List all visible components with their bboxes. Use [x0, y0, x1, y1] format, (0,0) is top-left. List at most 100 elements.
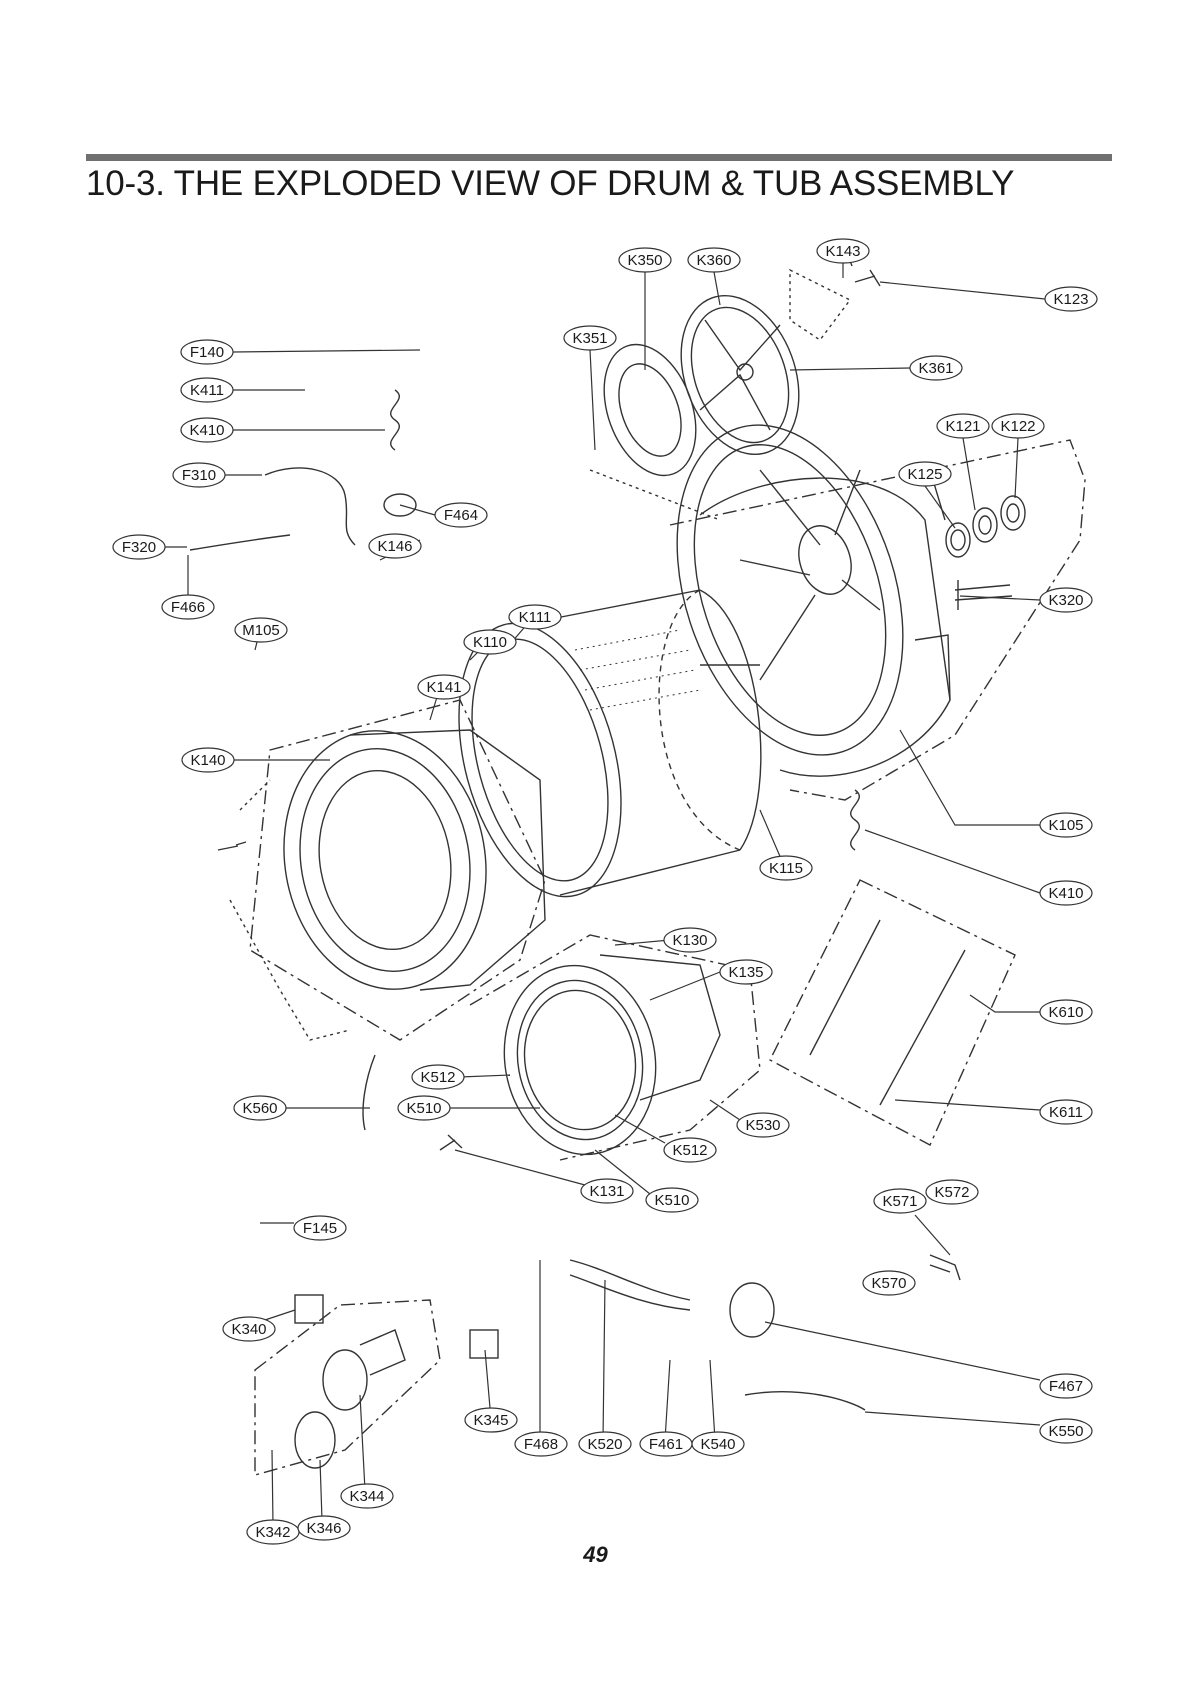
svg-text:K122: K122 [1000, 418, 1035, 435]
callout-f320: F320 [112, 534, 166, 560]
svg-text:F320: F320 [122, 539, 156, 556]
svg-text:K510: K510 [406, 1100, 441, 1117]
svg-text:K510: K510 [654, 1192, 689, 1209]
callout-f461: F461 [639, 1431, 693, 1457]
callout-k361: K361 [909, 355, 963, 381]
callout-k135: K135 [719, 959, 773, 985]
heater-drawing [954, 580, 1013, 610]
callout-f467: F467 [1039, 1373, 1093, 1399]
svg-text:K345: K345 [473, 1412, 508, 1429]
svg-text:F464: F464 [444, 507, 478, 524]
spring-drawing [390, 389, 400, 451]
outlet-hose-drawing [569, 1259, 691, 1311]
callout-m105: M105 [234, 617, 288, 643]
callout-k411: K411 [180, 377, 234, 403]
svg-text:K610: K610 [1048, 1004, 1083, 1021]
svg-text:K410: K410 [189, 422, 224, 439]
svg-text:K135: K135 [728, 964, 763, 981]
svg-text:K512: K512 [672, 1142, 707, 1159]
svg-text:K570: K570 [871, 1275, 906, 1292]
callout-k105: K105 [1039, 812, 1093, 838]
callout-k143: K143 [816, 238, 870, 264]
svg-text:K111: K111 [519, 609, 552, 626]
svg-text:K340: K340 [231, 1321, 266, 1338]
page-number: 49 [583, 1542, 608, 1567]
svg-text:F468: F468 [524, 1436, 558, 1453]
svg-text:K346: K346 [306, 1520, 341, 1537]
clamp-f464-drawing [383, 493, 417, 517]
callout-k512: K512 [411, 1064, 465, 1090]
svg-text:K121: K121 [945, 418, 980, 435]
svg-text:F310: F310 [182, 467, 216, 484]
svg-text:K123: K123 [1053, 291, 1088, 308]
callout-k121: K121 [936, 413, 990, 439]
callout-k550: K550 [1039, 1418, 1093, 1444]
svg-text:F461: F461 [649, 1436, 683, 1453]
callout-k125: K125 [898, 461, 952, 487]
svg-text:K530: K530 [745, 1117, 780, 1134]
door-gasket-drawing [469, 934, 761, 1161]
pump-assembly-drawing [254, 1294, 499, 1476]
clamp-f467-drawing [729, 1282, 775, 1338]
svg-text:K131: K131 [589, 1183, 624, 1200]
svg-text:K572: K572 [934, 1184, 969, 1201]
svg-text:K125: K125 [907, 466, 942, 483]
callout-k130: K130 [663, 927, 717, 953]
svg-text:K342: K342 [255, 1524, 290, 1541]
svg-text:K350: K350 [627, 252, 662, 269]
svg-text:K550: K550 [1048, 1423, 1083, 1440]
callout-k340: K340 [222, 1316, 276, 1342]
callout-f145: F145 [293, 1215, 347, 1241]
callout-k571: K571 [873, 1188, 927, 1214]
drain-hose-drawing [264, 467, 356, 546]
svg-text:M105: M105 [242, 622, 280, 639]
damper-2-drawing [879, 949, 966, 1106]
callout-k350: K350 [618, 247, 672, 273]
callout-k611: K611 [1039, 1099, 1093, 1125]
callout-f466: F466 [161, 594, 215, 620]
spring-right-drawing [850, 789, 860, 851]
page-title: 10-3. THE EXPLODED VIEW OF DRUM & TUB AS… [86, 164, 1015, 203]
callout-k530: K530 [736, 1112, 790, 1138]
front-tub-drawing [229, 699, 546, 1041]
callout-f464: F464 [434, 502, 488, 528]
hose-f320-drawing [189, 534, 291, 551]
callout-k560: K560 [233, 1095, 287, 1121]
callout-k146: K146 [368, 533, 422, 559]
callout-k131: K131 [580, 1178, 634, 1204]
svg-text:K143: K143 [825, 243, 860, 260]
leader-lines [165, 263, 1046, 1526]
callout-k344: K344 [340, 1483, 394, 1509]
callout-k110: K110 [463, 629, 517, 655]
svg-text:K105: K105 [1048, 817, 1083, 834]
title-rule [86, 154, 1112, 161]
callout-k320: K320 [1039, 587, 1093, 613]
callout-k410: K410 [180, 417, 234, 443]
svg-text:K512: K512 [420, 1069, 455, 1086]
svg-text:K360: K360 [696, 252, 731, 269]
svg-text:K115: K115 [769, 860, 803, 877]
rear-tub-drawing [669, 424, 1086, 801]
svg-text:K351: K351 [572, 330, 607, 347]
callout-k610: K610 [1039, 999, 1093, 1025]
callout-k115: K115 [759, 855, 813, 881]
svg-text:K141: K141 [426, 679, 461, 696]
tube-k560-drawing [362, 1054, 376, 1131]
svg-text:K611: K611 [1049, 1104, 1083, 1121]
callout-k342: K342 [246, 1519, 300, 1545]
callout-f468: F468 [514, 1431, 568, 1457]
screws-drawing [217, 249, 881, 1151]
svg-text:K540: K540 [700, 1436, 735, 1453]
cable-k550-drawing [744, 1391, 866, 1411]
callout-k510: K510 [397, 1095, 451, 1121]
svg-text:K130: K130 [672, 932, 707, 949]
svg-text:K146: K146 [377, 538, 412, 555]
callout-k140: K140 [181, 747, 235, 773]
callout-k510-lower: K510 [645, 1187, 699, 1213]
pulley-drawing [680, 294, 800, 456]
svg-text:F145: F145 [303, 1220, 337, 1237]
svg-text:K410: K410 [1048, 885, 1083, 902]
callout-f310: F310 [172, 462, 226, 488]
svg-text:K110: K110 [473, 634, 507, 651]
